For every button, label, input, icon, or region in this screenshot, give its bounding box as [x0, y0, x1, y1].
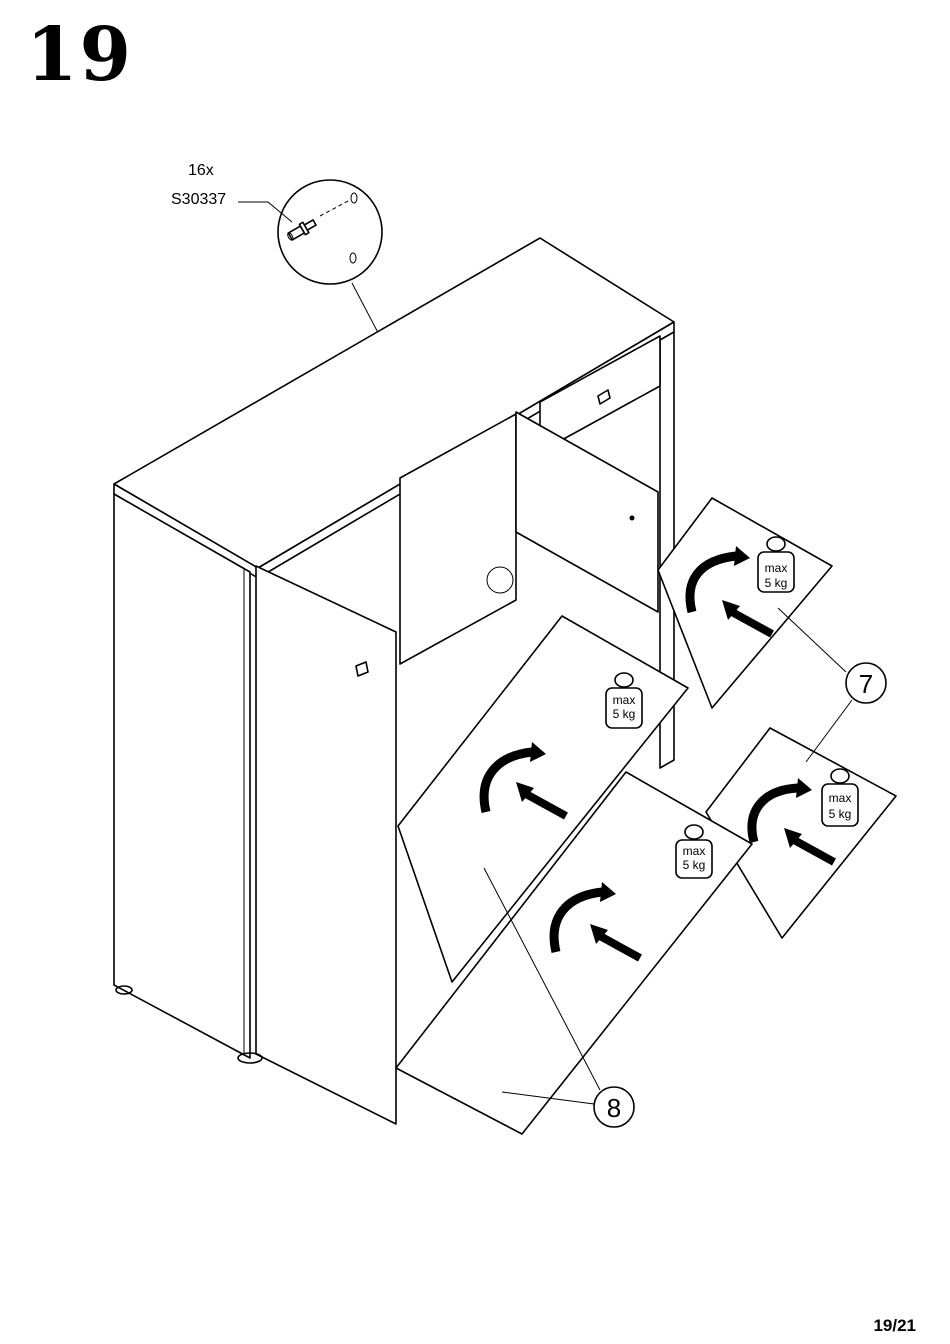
weight-label-max: max — [683, 844, 706, 858]
callout-7-number: 7 — [859, 669, 873, 699]
callout-7: 7 — [778, 608, 886, 762]
middle-door — [516, 412, 658, 612]
detail-circle — [278, 180, 382, 284]
weight-label-max: max — [829, 791, 852, 805]
left-door — [256, 566, 396, 1124]
cabinet-left-side — [114, 494, 250, 1058]
shelf-lower-right — [706, 728, 896, 938]
callout-8-number: 8 — [607, 1093, 621, 1123]
weight-label-max: max — [613, 693, 636, 707]
page-number: 19/21 — [873, 1316, 916, 1336]
shelf-upper-right — [658, 498, 832, 708]
weight-label-kg: 5 kg — [683, 858, 706, 872]
weight-label-kg: 5 kg — [829, 807, 852, 821]
weight-label-kg: 5 kg — [765, 576, 788, 590]
weight-label-kg: 5 kg — [613, 707, 636, 721]
weight-label-max: max — [765, 561, 788, 575]
